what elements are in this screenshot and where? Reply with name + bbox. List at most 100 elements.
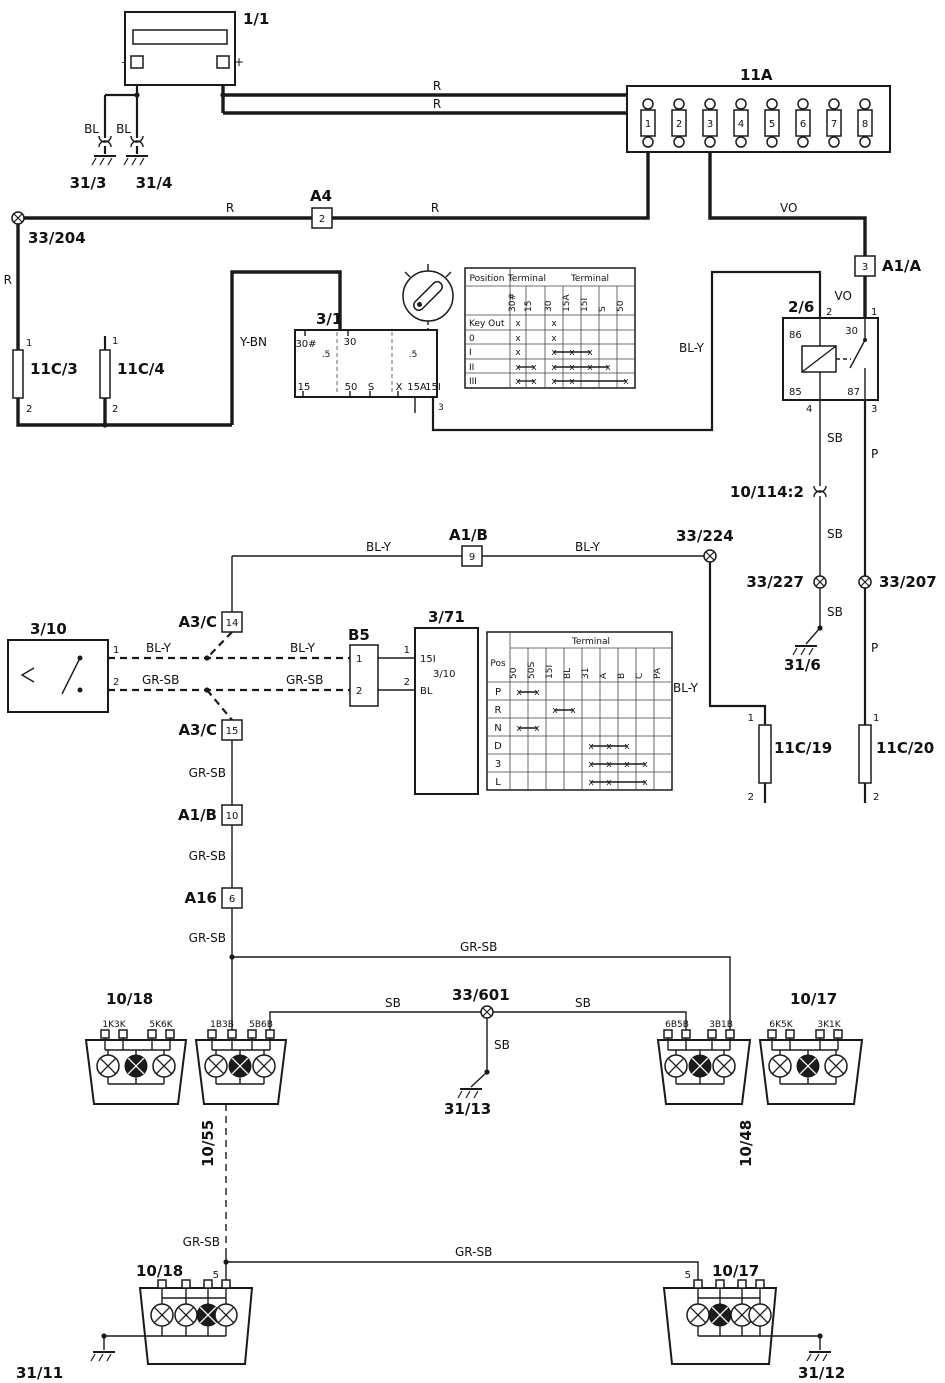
bulb-icon [688,1054,712,1078]
fuse-11c3-pin1: 1 [26,338,32,349]
pin-labels: 5B6B [249,1020,273,1030]
bulb-icon [214,1303,238,1327]
connector-a1b10-label: A1/B [178,806,217,824]
rear-right-pin5: 5 [685,1270,691,1281]
bulb-icon [152,1054,176,1078]
row-label: 3 [495,759,501,770]
row-label: I [469,348,472,358]
fusebox-11a: 11A 1 2 3 4 5 6 7 8 [626,66,891,153]
wire-label-gr-sb: GR-SB [455,1245,492,1259]
cluster-id: 10/18 [136,1262,183,1280]
table-mark: x [642,778,648,788]
connector-a3c15-pin: 15 [226,726,239,737]
bulb-icon [204,1054,228,1078]
bulb-icon [96,1054,120,1078]
ignition-dividers [336,332,393,395]
wire-label-bl-y: BL-Y [290,641,316,655]
connector-a1b9-box [461,545,483,567]
table-mark: x [552,706,558,716]
gear-position-table: Terminal Pos 50 50S 15I BL 31 A B C PA P… [486,631,673,791]
pin-connector [203,1279,213,1289]
table-header-terminal: Terminal [571,637,610,647]
table-mark: x [515,334,521,344]
table-mark: x [534,688,540,698]
table-mark: x [642,760,648,770]
pin-connector [767,1029,777,1039]
ignition-position-ticks [404,264,452,278]
col-label: 30# [508,293,518,312]
connector-10-114-2: 10/114:2 [730,483,804,501]
gear-feed-ref: 3/10 [433,669,455,680]
fuse-11c4-id: 11C/4 [117,360,165,378]
bulb-icon [150,1303,174,1327]
wire-label-bl: BL [116,122,131,136]
switch-pin1: 1 [113,645,119,656]
stalk-arrow-icon [20,667,35,683]
connector-10-114-2-icon [813,485,827,498]
pin-connector [157,1279,167,1289]
splice-33-224-icon [703,549,717,563]
table-header-terminal: Terminal [570,274,609,284]
row-label: D [494,741,502,752]
relay-pin-4: 4 [806,404,812,415]
wire-label-y-bn: Y-BN [239,335,267,349]
connector-a3c14-box [221,611,243,633]
connector-b5-label: B5 [348,626,370,644]
fuse-11c4-pin1: 1 [112,336,118,347]
battery-body [124,11,236,86]
cluster-internal-wires [697,1288,761,1337]
fuse-number: 2 [676,119,682,130]
junction-dot [484,1069,490,1075]
term-30sharp: 30# [295,339,316,350]
p-chain: 33/207 P P 1 2 11C/20 [858,400,937,803]
fuse-11c19-body [758,724,772,784]
pin-connector [265,1029,275,1039]
table-mark: x [587,348,593,358]
gear-selector-pin2: 2 [404,677,410,688]
table-mark: x [588,760,594,770]
wire-label-sb: SB [494,1038,510,1052]
wire-bl-y [708,562,767,803]
wire-label-sb: SB [827,527,843,541]
row-label: L [495,777,501,788]
bulb-icon [796,1054,820,1078]
pin-connector [833,1029,843,1039]
b5-and-gear-selector: B5 1 2 3/71 1 2 15I 3/10 BL [348,608,479,795]
table-header-terminal: Terminal [507,274,546,284]
junction-dot [817,625,823,631]
wire-label-gr-sb: GR-SB [189,766,226,780]
row-label: II [469,363,474,373]
vo-feed-line: 3 A1/A VO VO [780,201,922,303]
rear-feed-lines: GR-SB GR-SB 5 5 [183,1104,699,1281]
table-mark: x [605,363,611,373]
pin-connector [755,1279,765,1289]
cluster-id-rotated: 10/48 [737,1120,755,1167]
bulb-icon [252,1054,276,1078]
gauge: .5 [409,350,418,360]
wire-label-gr-sb: GR-SB [460,940,497,954]
b5-pin2: 2 [356,686,362,697]
wire-label-sb: SB [827,605,843,619]
b5-pin1: 1 [356,654,362,665]
table-mark: x [551,363,557,373]
connector-a1a-box [854,255,876,277]
battery-grounds: BL BL 31/3 31/4 [70,122,173,192]
pin-connector [815,1029,825,1039]
pin-connector [725,1029,735,1039]
col-label: 15 [524,301,534,312]
table-mark: x [515,377,521,387]
r-feed-line: 2 A4 33/204 R R R [4,187,439,350]
a1b9-line: 33/224 9 A1/B BL-Y BL-Y [231,526,734,612]
battery-slot [132,29,228,45]
splice-33-227: 33/227 [746,573,804,591]
table-mark: x [551,348,557,358]
connector-a3c15-label: A3/C [178,721,217,739]
table-mark: x [515,319,521,329]
table-mark: x [534,724,540,734]
connector-a3c14-label: A3/C [178,613,217,631]
wire-sb [805,400,821,645]
table-mark: x [623,377,629,387]
wire-label-gr-sb: GR-SB [189,931,226,945]
relay-pivot [863,338,867,342]
wire-label-bl-y: BL-Y [146,641,172,655]
